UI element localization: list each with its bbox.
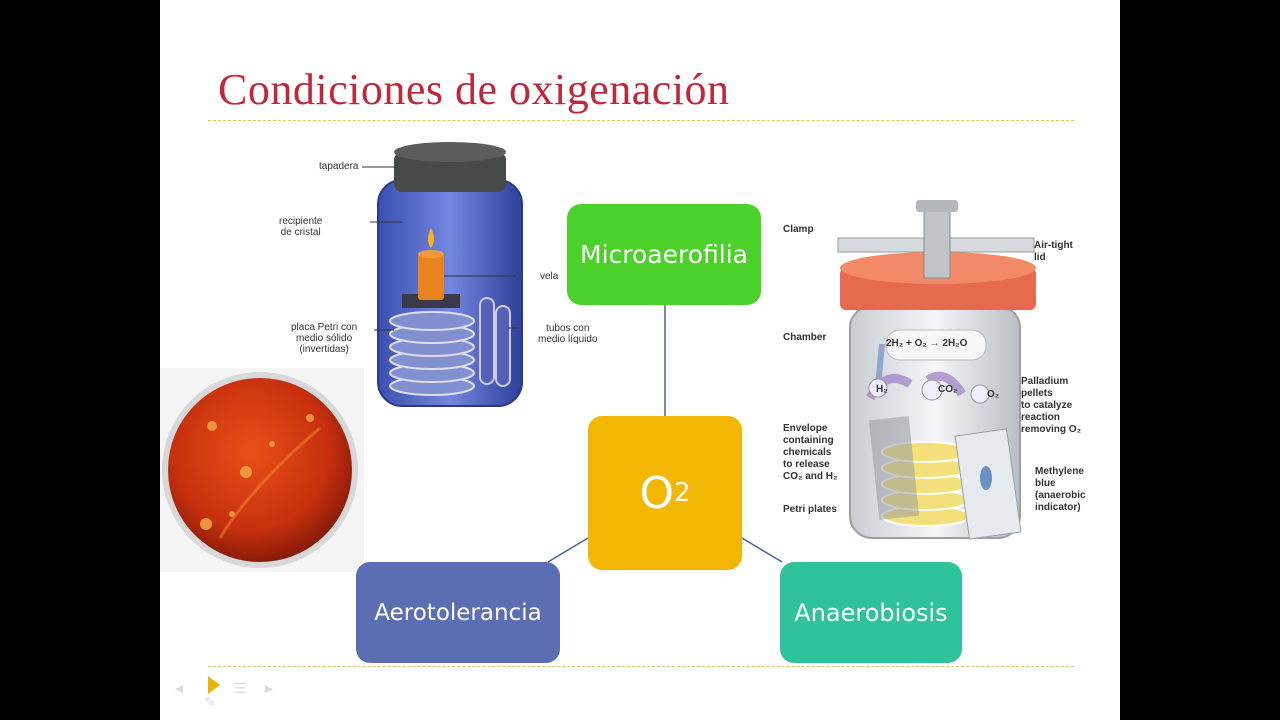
label-chamber: Chamber [783, 332, 826, 344]
label-o2: O₂ [987, 389, 999, 401]
label-air-tight-lid: Air-tight lid [1034, 240, 1073, 264]
edge-anaerobiosis [742, 538, 782, 562]
label-clamp: Clamp [783, 224, 814, 236]
label-palladium: Palladium pellets to catalyze reaction r… [1021, 376, 1081, 436]
slide-play-icon[interactable] [208, 676, 222, 694]
edge-aerotolerancia [548, 538, 588, 562]
label-co2: CO₂ [938, 384, 957, 396]
node-microaerofilia-label: Microaerofilia [580, 240, 748, 269]
slide: Condiciones de oxigenación [160, 0, 1120, 720]
node-anaerobiosis-label: Anaerobiosis [794, 599, 947, 627]
prev-slide-icon[interactable]: ◄ [172, 680, 186, 696]
label-envelope: Envelope containing chemicals to release… [783, 423, 837, 483]
label-petri-plates: Petri plates [783, 504, 837, 516]
anaerobic-jar-illustration [836, 198, 1036, 558]
label-methylene-blue: Methylene blue (anaerobic indicator) [1035, 466, 1086, 514]
next-slide-icon[interactable]: ► [262, 680, 276, 696]
label-reaction: 2H₂ + O₂ → 2H₂O [886, 338, 967, 350]
node-aerotolerancia-label: Aerotolerancia [374, 600, 541, 626]
node-microaerofilia[interactable]: Microaerofilia [567, 204, 761, 305]
pen-icon[interactable]: ✎ [204, 694, 216, 711]
menu-icon[interactable]: ☰ [234, 680, 247, 697]
label-h2: H₂ [876, 384, 888, 396]
node-anaerobiosis[interactable]: Anaerobiosis [780, 562, 962, 663]
node-o2-subscript: 2 [674, 478, 691, 508]
node-aerotolerancia[interactable]: Aerotolerancia [356, 562, 560, 663]
node-o2-label: O [639, 468, 674, 519]
